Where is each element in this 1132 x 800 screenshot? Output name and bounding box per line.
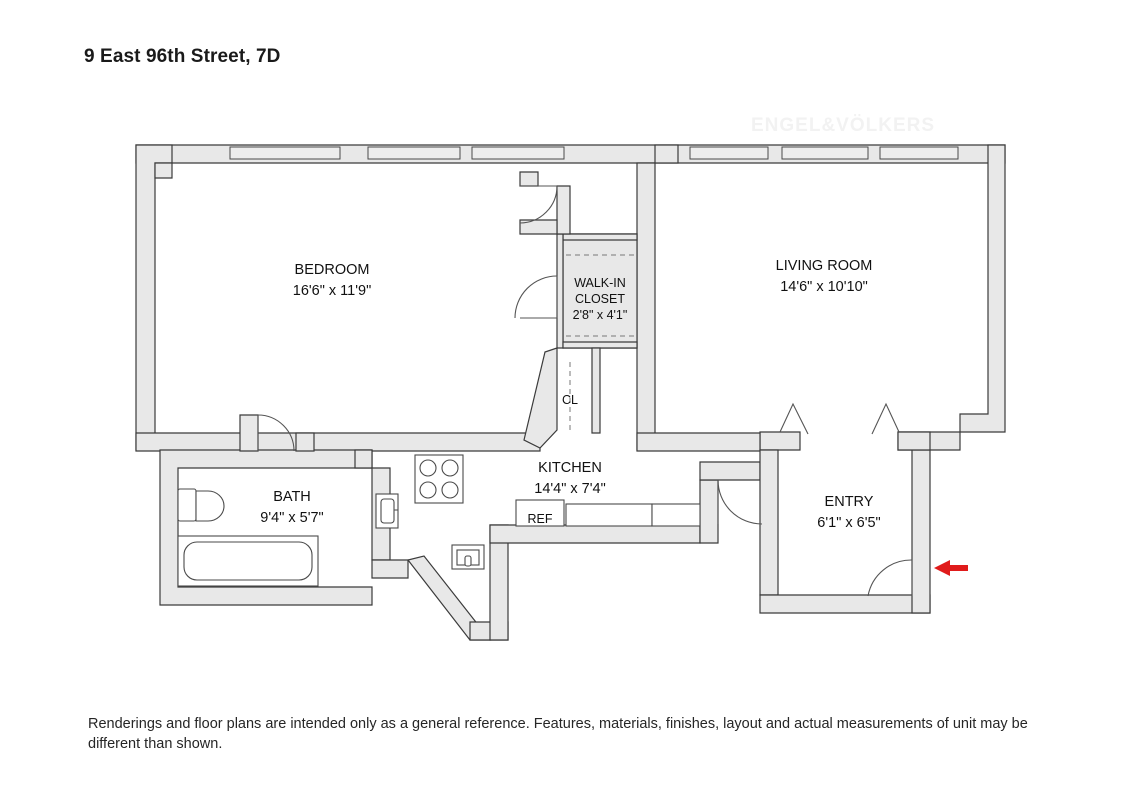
wall-cl-angled xyxy=(523,347,558,449)
vanity-basin-icon xyxy=(380,498,395,524)
room-label-kitchen-name: KITCHEN xyxy=(538,460,602,476)
wall-cl-east xyxy=(591,347,601,434)
wall-bath-ne xyxy=(354,449,373,469)
window-bedroom-3 xyxy=(471,146,565,160)
wall-closet-jamb-top xyxy=(519,171,539,187)
entry-arrow-icon xyxy=(934,560,968,576)
window-bedroom-1 xyxy=(229,146,341,160)
stove-burner-1-icon xyxy=(419,459,437,477)
wall-entry-east xyxy=(911,449,931,614)
wall-walkin-south xyxy=(562,341,638,349)
window-living-1 xyxy=(689,146,769,160)
windows-north xyxy=(229,146,959,160)
room-label-kitchen-dim: 14'4" x 7'4" xyxy=(534,481,605,497)
wall-bedroom-door-jamb-left xyxy=(239,414,259,452)
wall-nw-jog xyxy=(154,162,173,179)
wall-structure xyxy=(135,144,1006,641)
page-title: 9 East 96th Street, 7D xyxy=(84,46,281,67)
room-label-living-name: LIVING ROOM xyxy=(776,258,873,274)
room-label-bath-dim: 9'4" x 5'7" xyxy=(260,510,323,526)
window-living-3 xyxy=(879,146,959,160)
kitchen-sink-drain-icon xyxy=(464,555,472,567)
kitchen-counter-icon xyxy=(565,503,653,527)
room-label-living-dim: 14'6" x 10'10" xyxy=(780,279,868,295)
stove-burner-4-icon xyxy=(441,481,459,499)
room-label-walkin-line2: CLOSET xyxy=(575,292,625,306)
door-walkin-arc xyxy=(514,275,558,319)
room-label-walkin-line1: WALK-IN xyxy=(574,276,626,290)
wall-entry-west xyxy=(759,449,779,596)
closet-shelving xyxy=(566,254,636,430)
wall-walkin-north xyxy=(562,233,638,241)
wall-bath-se xyxy=(371,559,409,579)
room-label-bedroom-name: BEDROOM xyxy=(295,262,370,278)
wall-east xyxy=(959,144,1006,433)
refrigerator-icon xyxy=(515,499,565,527)
door-entry-arc xyxy=(867,559,913,597)
wall-central-top xyxy=(654,144,679,164)
wall-closet-jamb-bottom xyxy=(519,219,558,235)
archway-markers xyxy=(779,402,900,435)
archway-living-right xyxy=(871,402,900,435)
wall-entry-south xyxy=(759,594,931,614)
toilet-tank-icon xyxy=(177,488,197,522)
stove-burner-3-icon xyxy=(419,481,437,499)
door-swings xyxy=(257,185,913,597)
door-bedroom-arc xyxy=(257,414,295,452)
room-label-walkin-line3: 2'8" x 4'1" xyxy=(573,308,628,322)
room-label-entry-name: ENTRY xyxy=(825,494,874,510)
wall-corridor-north xyxy=(636,432,761,452)
kitchen-counter-2-icon xyxy=(651,503,701,527)
door-kitchen-entry-arc xyxy=(717,479,763,525)
wall-walkin-west xyxy=(556,233,564,349)
wall-bedroom-south xyxy=(135,432,541,452)
wall-kitchen-south xyxy=(489,524,701,544)
annotation-closet-cl: CL xyxy=(562,393,578,407)
room-label-bath-name: BATH xyxy=(273,489,311,505)
watermark-text: ENGEL&VÖLKERS xyxy=(751,115,935,136)
wall-living-south-a xyxy=(759,431,801,451)
wall-closet-jamb-right xyxy=(556,185,571,235)
window-bedroom-2 xyxy=(367,146,461,160)
room-label-bedroom-dim: 16'6" x 11'9" xyxy=(293,283,371,299)
kitchen-fixtures xyxy=(414,454,701,570)
bath-fixtures xyxy=(177,488,399,587)
wall-kitchen-entry-partition xyxy=(699,479,719,544)
wall-central-partition xyxy=(636,162,656,451)
wall-bedroom-door-jamb-right xyxy=(295,432,315,452)
wall-walkin-closet-box xyxy=(562,233,638,349)
disclaimer-text: Renderings and floor plans are intended … xyxy=(88,716,1028,752)
wall-kitchen-entry-top xyxy=(699,461,761,481)
wall-entry-northeast xyxy=(897,431,931,451)
room-label-entry-dim: 6'1" x 6'5" xyxy=(817,515,880,531)
room-labels: BEDROOM 16'6" x 11'9" LIVING ROOM 14'6" … xyxy=(260,258,880,531)
annotation-refrigerator: REF xyxy=(528,512,553,526)
bathtub-basin-icon xyxy=(183,541,313,581)
toilet-bowl-icon xyxy=(195,490,225,522)
archway-living-left xyxy=(779,402,809,435)
window-living-2 xyxy=(781,146,869,160)
wall-west xyxy=(135,144,173,451)
stove-burner-2-icon xyxy=(441,459,459,477)
door-upper-arc xyxy=(519,185,558,224)
entry-arrow-shape xyxy=(934,560,968,576)
